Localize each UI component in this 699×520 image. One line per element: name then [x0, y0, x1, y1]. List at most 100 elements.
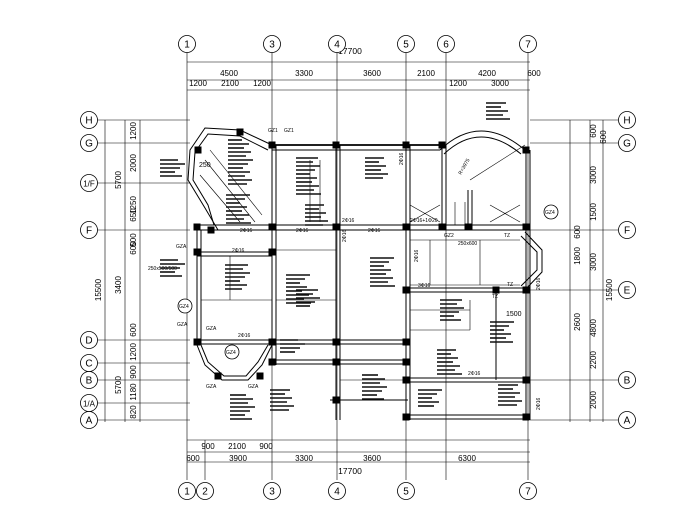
- axis-left-bubble: G: [85, 139, 93, 150]
- dimension-top: 4200: [478, 69, 496, 78]
- dimension-bottom: 600: [186, 454, 200, 463]
- axis-right-bubble-circle: [618, 221, 636, 239]
- column-label: GZA: [177, 322, 188, 328]
- column-mark: [332, 338, 340, 346]
- axis-left-bubble-circle: [80, 134, 98, 152]
- dimension-bottom-detail: 900: [201, 442, 215, 451]
- axis-bottom-bubble: 3: [269, 487, 275, 498]
- dimension-top: 3600: [363, 69, 381, 78]
- column-mark: [522, 286, 530, 294]
- column-label: TZ: [504, 233, 510, 239]
- axis-left-bubble: B: [86, 376, 93, 387]
- column-label: TZ: [507, 282, 513, 288]
- radius-label: R=3975: [458, 158, 472, 176]
- mark-label: GZ4: [179, 304, 189, 310]
- column-mark: [268, 141, 276, 149]
- column-mark: [402, 413, 410, 421]
- dimension-right: 1500: [589, 203, 598, 221]
- dimension-left: 3400: [114, 276, 123, 294]
- axis-left-bubble: 1/F: [83, 180, 95, 189]
- beam-label: 250x500/500: [148, 266, 177, 272]
- column-mark: [402, 286, 410, 294]
- axis-bottom-bubble-circle: [196, 482, 214, 500]
- column-mark: [193, 338, 201, 346]
- detail-bubble: [543, 204, 559, 220]
- beam-label: 2Φ16+1Φ20: [410, 218, 438, 224]
- axis-right-bubble-circle: [618, 134, 636, 152]
- dimension-total-top: 17700: [338, 46, 362, 56]
- axis-bottom-bubble: 1: [184, 487, 190, 498]
- column-label: GZA: [248, 384, 259, 390]
- dimension-right: 1800: [573, 247, 582, 265]
- dimension-right-detail: 600: [589, 124, 598, 138]
- beam-label: 2Φ16: [240, 228, 253, 234]
- axis-left-bubble-circle: [80, 111, 98, 129]
- axis-top-bubble-circle: [178, 35, 196, 53]
- column-mark: [193, 223, 201, 231]
- axis-top-bubble: 5: [403, 40, 409, 51]
- column-mark: [332, 358, 340, 366]
- axis-left-bubble: C: [85, 359, 92, 370]
- axis-bottom-bubble-circle: [397, 482, 415, 500]
- column-mark: [522, 413, 530, 421]
- dimension-total-left: 15500: [94, 278, 103, 301]
- column-mark: [236, 128, 244, 136]
- axis-top-bubble-circle: [328, 35, 346, 53]
- column-label: GZ2: [444, 233, 454, 239]
- dimension-left: 5700: [114, 171, 123, 189]
- column-mark: [207, 226, 215, 234]
- dimension-bottom: 6300: [458, 454, 476, 463]
- axis-bottom-bubble: 4: [334, 487, 340, 498]
- beam-label: 2Φ16: [342, 218, 355, 224]
- column-mark: [214, 372, 222, 380]
- axis-right-bubble-circle: [618, 371, 636, 389]
- dimension-left-detail: 650: [129, 208, 138, 222]
- mark-label: 250: [199, 162, 211, 169]
- dimension-top: 600: [527, 69, 541, 78]
- dimension-top-detail: 1200: [253, 79, 271, 88]
- dimension-left-detail: 1200: [129, 343, 138, 361]
- axis-top-bubble-circle: [263, 35, 281, 53]
- dimension-left-detail: 1200: [129, 122, 138, 140]
- dimension-right: 600: [573, 225, 582, 239]
- axis-right-bubble: B: [624, 376, 631, 387]
- axis-left-bubble: F: [86, 226, 92, 237]
- column-mark: [464, 223, 472, 231]
- column-mark: [438, 223, 446, 231]
- dimension-left-detail: 1250: [129, 196, 138, 214]
- beam-label: 2Φ16: [399, 152, 405, 165]
- detail-bubble: [177, 298, 193, 314]
- axis-bottom-bubble: 2: [202, 487, 208, 498]
- column-mark: [402, 223, 410, 231]
- dimension-bottom-detail: 900: [259, 442, 273, 451]
- dimension-bottom: 3600: [363, 454, 381, 463]
- dimension-left-detail: 900: [129, 365, 138, 379]
- axis-left-bubble: A: [86, 416, 93, 427]
- axis-right-bubble: H: [623, 116, 630, 127]
- beam-label: 2Φ16: [536, 277, 542, 290]
- column-label: TZ: [492, 294, 498, 300]
- dimension-bottom: 3300: [295, 454, 313, 463]
- axis-top-bubble: 6: [443, 40, 449, 51]
- axis-top-bubble-circle: [519, 35, 537, 53]
- column-mark: [268, 338, 276, 346]
- dimension-left-detail: 2000: [129, 154, 138, 172]
- dimension-total-bottom: 17700: [338, 466, 362, 476]
- axis-right-bubble-circle: [618, 111, 636, 129]
- dimension-total-right: 15500: [605, 278, 614, 301]
- axis-bottom-bubble-circle: [328, 482, 346, 500]
- beam-label: 2Φ16: [468, 371, 481, 377]
- column-mark: [194, 146, 202, 154]
- axis-left-bubble-circle: [80, 174, 98, 192]
- column-mark: [268, 223, 276, 231]
- beam-annotations: [160, 102, 522, 420]
- column-label: GZA: [206, 384, 217, 390]
- axis-right-bubble: G: [623, 139, 631, 150]
- axis-left-bubble-circle: [80, 371, 98, 389]
- column-label: GZ1: [268, 128, 278, 134]
- axis-top-bubble-circle: [397, 35, 415, 53]
- beam-label: 2Φ16: [536, 397, 542, 410]
- beam-label: 3Φ16: [418, 283, 431, 289]
